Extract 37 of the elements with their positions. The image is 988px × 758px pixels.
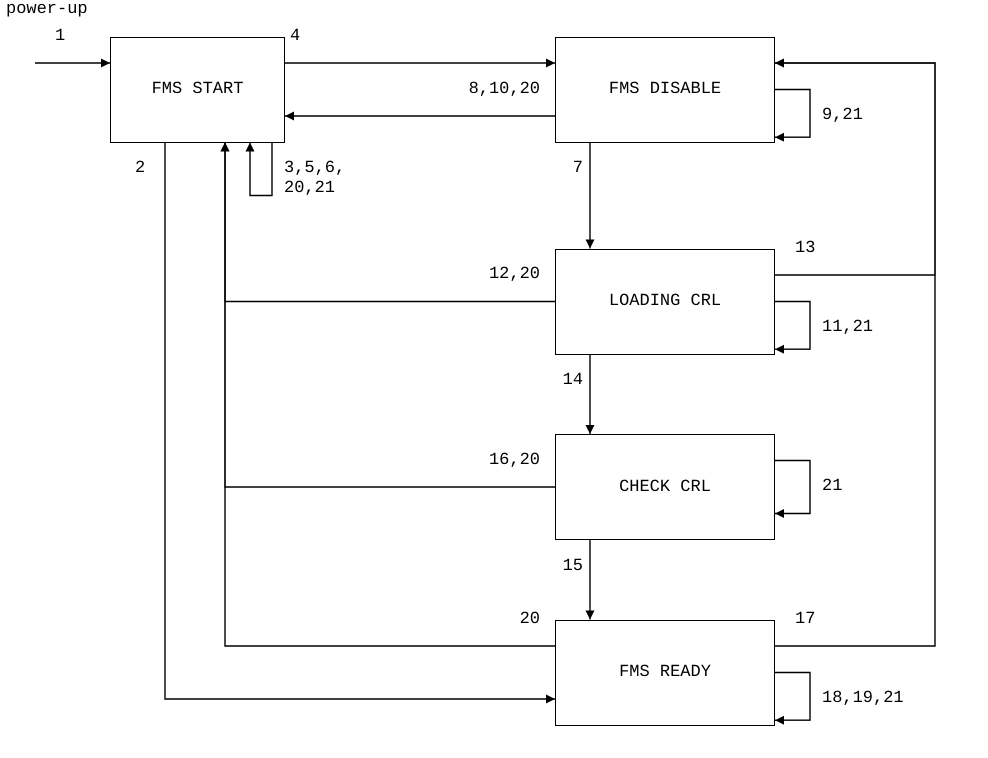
arrow: [586, 142, 594, 248]
arrow: [246, 142, 273, 196]
edge-label: 16,20: [488, 450, 540, 470]
edge-label: 18,19,21: [822, 689, 905, 709]
state-box: LOADING CRL: [555, 248, 775, 354]
edge-label: 9,21: [822, 106, 864, 126]
edge-label: 13: [795, 238, 816, 258]
arrow: [35, 58, 110, 68]
edge-label: 12,20: [488, 265, 540, 285]
edge-label: 11,21: [822, 318, 874, 338]
edge-label: 1: [55, 26, 66, 46]
edge-label: 8,10,20: [468, 80, 540, 100]
arrow: [775, 300, 811, 354]
arrow: [164, 142, 555, 704]
edge-label: 15: [562, 556, 583, 576]
edge-label: 20: [518, 610, 540, 630]
arrow: [775, 460, 811, 518]
arrow: [220, 142, 555, 647]
state-box: FMS START: [110, 36, 285, 142]
state-box: FMS READY: [555, 620, 775, 726]
arrow: [775, 88, 811, 142]
arrow: [775, 58, 936, 647]
arrow: [285, 58, 555, 68]
arrow: [586, 540, 594, 620]
start-label: power-up: [6, 0, 89, 20]
edge-label: 7: [572, 159, 583, 179]
arrow: [285, 112, 555, 120]
edge-label: 17: [795, 610, 816, 630]
arrow: [775, 672, 811, 725]
edge-label: 4: [290, 26, 302, 46]
edge-label: 2: [135, 159, 146, 179]
edge-label: 3,5,6, 20,21: [284, 159, 346, 199]
edge-label: 14: [562, 371, 583, 391]
state-box: FMS DISABLE: [555, 36, 775, 142]
state-box: CHECK CRL: [555, 434, 775, 540]
edge-label: 21: [822, 477, 844, 497]
arrow: [586, 354, 594, 434]
